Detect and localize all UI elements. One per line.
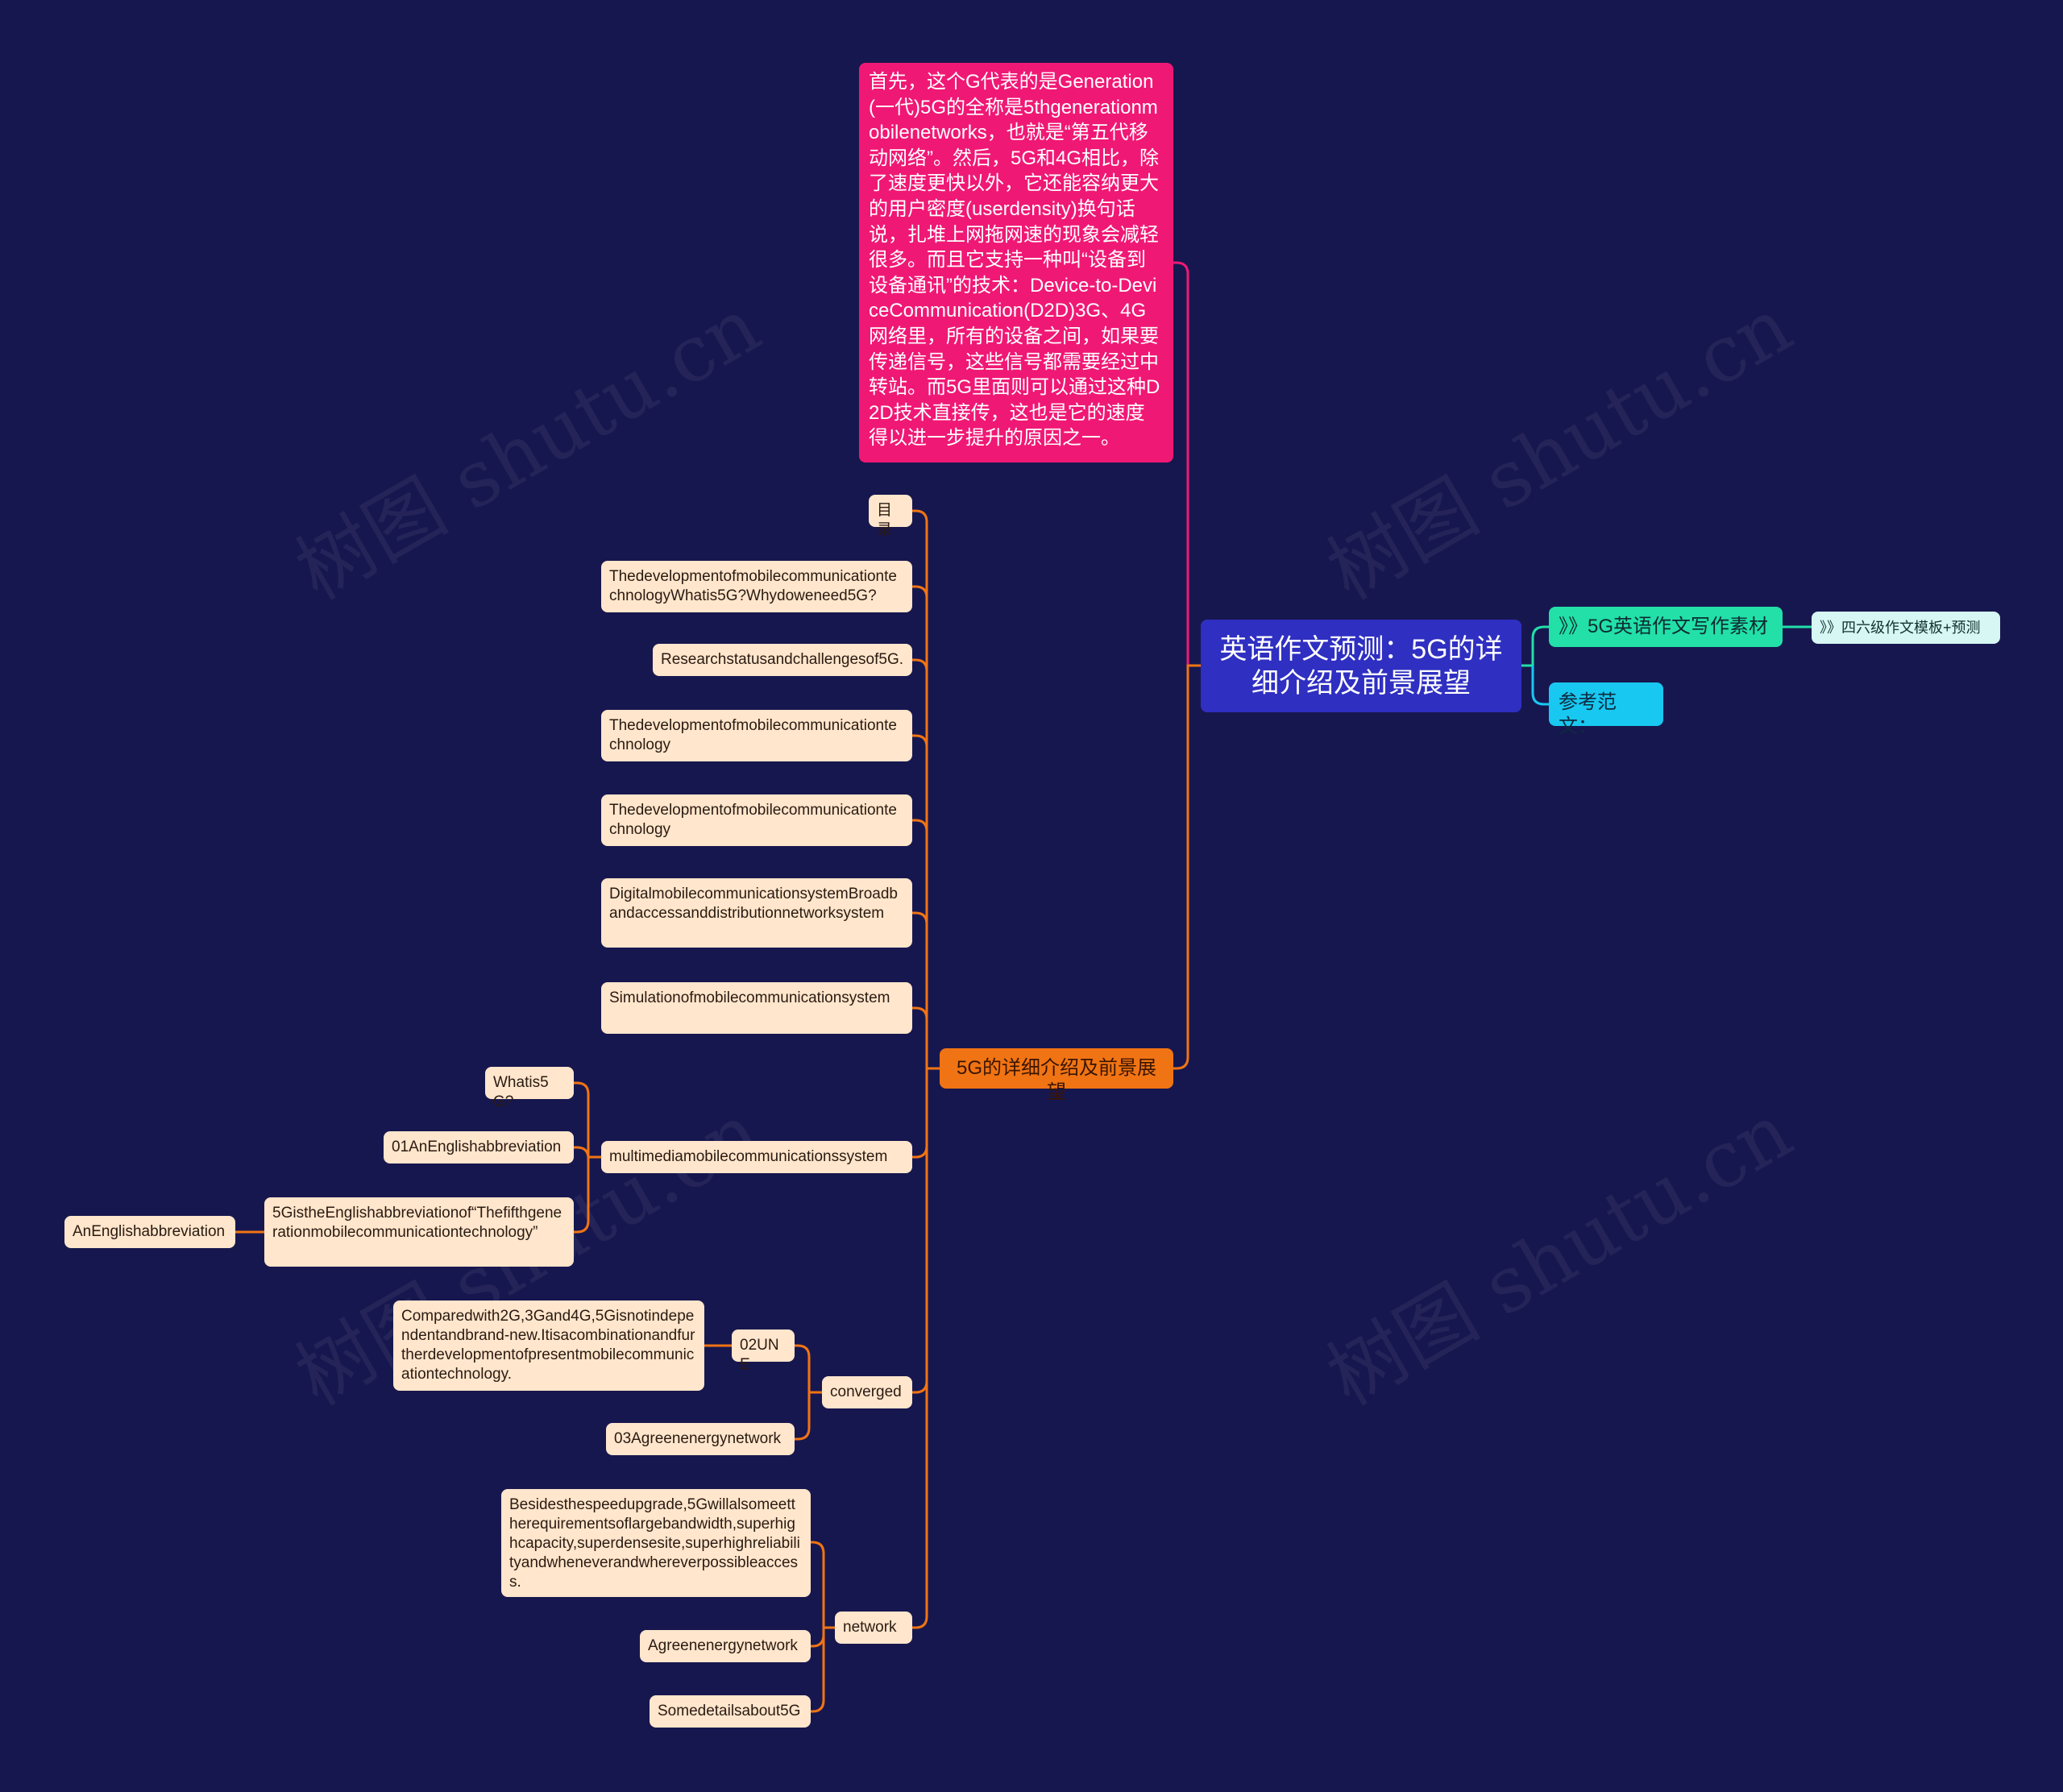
compared-node[interactable]: Comparedwith2G,3Gand4G,5Gisnotindependen… bbox=[393, 1300, 704, 1391]
dev1-label: Thedevelopmentofmobilecommunicationtechn… bbox=[609, 717, 897, 753]
sample-node[interactable]: 参考范文： bbox=[1549, 682, 1663, 737]
fifth-generation-label: 5GistheEnglishabbreviationof“Thefifthgen… bbox=[272, 1205, 562, 1241]
digital-label: DigitalmobilecommunicationsystemBroadban… bbox=[609, 886, 898, 922]
link-main-research bbox=[912, 658, 928, 672]
link-network-green bbox=[811, 1628, 825, 1648]
une-label: 02UNE bbox=[740, 1337, 779, 1373]
toc-label: 目录 bbox=[877, 502, 893, 538]
link-main-dev-what-why bbox=[912, 585, 928, 599]
template-node[interactable]: 》》四六级作文模板+预测 bbox=[1812, 612, 2000, 644]
link-multimedia-fifth bbox=[574, 1157, 590, 1234]
dev-what-why-label: Thedevelopmentofmobilecommunicationtechn… bbox=[609, 568, 897, 604]
digital-node[interactable]: DigitalmobilecommunicationsystemBroadban… bbox=[601, 878, 912, 948]
dev2-label: Thedevelopmentofmobilecommunicationtechn… bbox=[609, 802, 897, 838]
abbr01-node[interactable]: 01AnEnglishabbreviation bbox=[384, 1131, 574, 1164]
link-converged-trunk bbox=[795, 1344, 822, 1394]
central-topic-title: 英语作文预测：5G的详细介绍及前景展望 bbox=[1219, 633, 1503, 699]
link-main-dev2 bbox=[912, 819, 928, 832]
converged-label: converged bbox=[830, 1383, 902, 1400]
converged-node[interactable]: converged bbox=[822, 1376, 912, 1408]
link-main-dev1 bbox=[912, 734, 928, 748]
link-network-details bbox=[811, 1628, 825, 1713]
une-node[interactable]: 02UNE bbox=[732, 1329, 795, 1373]
link-main-multimedia bbox=[912, 1145, 928, 1159]
green03-node[interactable]: 03Agreenenergynetwork bbox=[606, 1423, 795, 1455]
main-branch-node[interactable]: 5G的详细介绍及前景展望 bbox=[940, 1048, 1173, 1103]
research-label: Researchstatusandchallengesof5G. bbox=[661, 651, 904, 668]
besides-node[interactable]: Besidesthespeedupgrade,5Gwillalsomeetthe… bbox=[501, 1489, 811, 1597]
main-branch-label: 5G的详细介绍及前景展望 bbox=[956, 1057, 1156, 1103]
intro-node[interactable]: 首先，这个G代表的是Generation(一代)5G的全称是5thgenerat… bbox=[859, 63, 1173, 463]
abbr-label: AnEnglishabbreviation bbox=[73, 1223, 226, 1240]
link-main-digital bbox=[912, 911, 928, 925]
link-center-sample bbox=[1531, 666, 1549, 706]
sample-label: 参考范文： bbox=[1559, 691, 1617, 737]
multimedia-label: multimediamobilecommunicationssystem bbox=[609, 1148, 888, 1165]
simulation-node[interactable]: Simulationofmobilecommunicationsystem bbox=[601, 982, 912, 1034]
dev2-node[interactable]: Thedevelopmentofmobilecommunicationtechn… bbox=[601, 794, 912, 846]
network-node[interactable]: network bbox=[835, 1612, 912, 1644]
what-is-5g-label: Whatis5G? bbox=[493, 1074, 549, 1110]
material-label: 》》5G英语作文写作素材 bbox=[1559, 616, 1769, 637]
research-node[interactable]: Researchstatusandchallengesof5G. bbox=[653, 644, 912, 676]
details-node[interactable]: Somedetailsabout5G bbox=[650, 1695, 811, 1728]
link-center-main bbox=[1173, 664, 1201, 1070]
template-label: 》》四六级作文模板+预测 bbox=[1820, 620, 1981, 636]
dev-what-why-node[interactable]: Thedevelopmentofmobilecommunicationtechn… bbox=[601, 561, 912, 612]
link-multimedia-trunk bbox=[574, 1081, 601, 1159]
link-main-converged bbox=[912, 1380, 928, 1394]
abbr-node[interactable]: AnEnglishabbreviation bbox=[64, 1216, 235, 1248]
link-main-trunk-down bbox=[912, 1068, 928, 1629]
link-converged-green03 bbox=[795, 1392, 811, 1441]
toc-node[interactable]: 目录 bbox=[869, 495, 912, 538]
multimedia-node[interactable]: multimediamobilecommunicationssystem bbox=[601, 1141, 912, 1173]
link-center-right bbox=[1521, 625, 1549, 667]
central-topic[interactable]: 英语作文预测：5G的详细介绍及前景展望 bbox=[1201, 620, 1521, 712]
link-network-trunk bbox=[811, 1541, 835, 1629]
details-label: Somedetailsabout5G bbox=[658, 1703, 801, 1719]
link-main-simulation bbox=[912, 1006, 928, 1020]
besides-label: Besidesthespeedupgrade,5Gwillalsomeetthe… bbox=[509, 1496, 800, 1591]
link-multimedia-abbr01 bbox=[574, 1146, 590, 1159]
network-label: network bbox=[843, 1619, 897, 1636]
green03-label: 03Agreenenergynetwork bbox=[614, 1430, 782, 1447]
compared-label: Comparedwith2G,3Gand4G,5Gisnotindependen… bbox=[401, 1308, 695, 1383]
what-is-5g-node[interactable]: Whatis5G? bbox=[485, 1067, 574, 1110]
link-center-intro bbox=[1173, 261, 1201, 667]
link-main-trunk bbox=[912, 509, 940, 1070]
intro-text: 首先，这个G代表的是Generation(一代)5G的全称是5thgenerat… bbox=[869, 71, 1160, 450]
simulation-label: Simulationofmobilecommunicationsystem bbox=[609, 989, 890, 1006]
dev1-node[interactable]: Thedevelopmentofmobilecommunicationtechn… bbox=[601, 710, 912, 761]
material-node[interactable]: 》》5G英语作文写作素材 bbox=[1549, 607, 1783, 647]
fifth-generation-node[interactable]: 5GistheEnglishabbreviationof“Thefifthgen… bbox=[264, 1197, 574, 1267]
green-network-node[interactable]: Agreenenergynetwork bbox=[640, 1630, 811, 1662]
abbr01-label: 01AnEnglishabbreviation bbox=[392, 1139, 562, 1155]
green-network-label: Agreenenergynetwork bbox=[648, 1637, 798, 1654]
